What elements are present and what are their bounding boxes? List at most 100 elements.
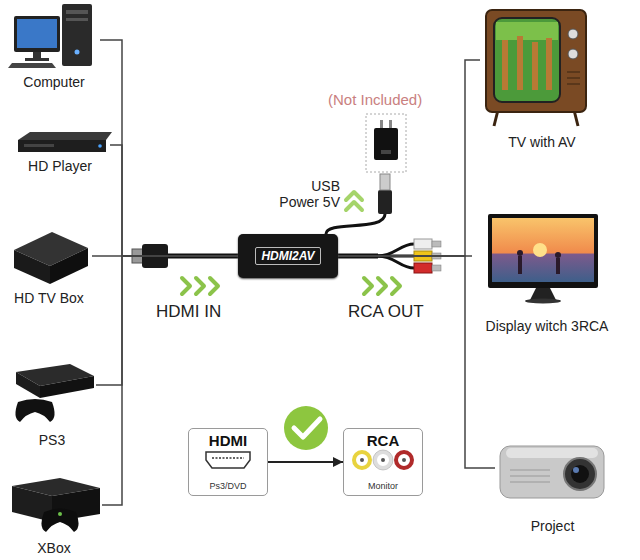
tv-icon <box>546 38 552 90</box>
usb-cable <box>326 214 385 234</box>
rca-jack-symbols <box>375 452 391 468</box>
power-adapter <box>381 150 391 154</box>
tv-icon <box>517 36 523 90</box>
hdmi-port-symbol <box>206 452 250 468</box>
format-subtitle: Ps3/DVD <box>209 481 246 492</box>
format-subtitle: Monitor <box>368 481 398 492</box>
tv-box-icon <box>14 250 50 284</box>
projector-icon <box>510 476 550 477</box>
flow-chevrons <box>346 192 362 200</box>
hdmi-port-symbol <box>206 452 250 468</box>
display-icon <box>533 243 547 257</box>
ps3-icon <box>16 372 40 398</box>
rca-jack-symbols <box>381 458 385 462</box>
ps3-icon <box>15 399 54 422</box>
device-node: HD Player <box>10 128 110 176</box>
hd-player-icon <box>18 132 112 152</box>
format-title: HDMI <box>209 432 247 449</box>
check-mark <box>294 419 320 437</box>
projector-icon <box>510 470 550 471</box>
display-icon <box>517 250 523 256</box>
tv-icon <box>568 29 578 39</box>
device-caption: TV with AV <box>508 134 575 150</box>
computer-icon <box>25 58 49 61</box>
connector-line <box>338 256 495 468</box>
computer-icon <box>62 4 92 66</box>
hd-player-icon <box>18 132 112 140</box>
format-card: RCAMonitor <box>343 428 423 496</box>
format-card: HDMI Ps3/DVD <box>188 428 268 496</box>
projector-icon <box>500 446 604 498</box>
usb-cable <box>378 190 392 214</box>
device-node: HD TV Box <box>6 228 92 308</box>
tv-icon <box>486 10 586 126</box>
xbox-icon <box>41 509 78 533</box>
rca-cables <box>432 265 441 271</box>
projector-icon <box>573 467 579 473</box>
computer-icon <box>8 63 56 68</box>
display-icon <box>556 258 560 274</box>
tv-icon <box>567 84 580 85</box>
device-caption: XBox <box>37 540 70 556</box>
tv-icon <box>567 78 580 79</box>
ps3-icon <box>15 364 94 422</box>
xbox-icon <box>58 512 62 516</box>
flow-chevrons <box>392 278 400 294</box>
rca-jack-symbols <box>373 450 393 470</box>
rca-cables <box>414 263 432 273</box>
projector-icon <box>506 448 598 458</box>
device-caption: HD TV Box <box>14 290 84 306</box>
rca-jack-symbols <box>402 458 406 462</box>
check-mark <box>284 406 328 450</box>
converter-box: HDMI2AV <box>238 234 338 278</box>
power-adapter <box>366 114 406 172</box>
flow-chevrons <box>182 278 190 294</box>
computer-icon <box>17 19 57 48</box>
rca-cables <box>414 239 432 249</box>
display-icon <box>492 218 594 282</box>
connector-line <box>102 256 238 505</box>
device-node: PS3 <box>8 360 96 450</box>
device-node: Display witch 3RCA <box>472 208 622 336</box>
display-icon <box>530 288 556 300</box>
check-mark <box>284 406 328 450</box>
projector-icon <box>571 465 589 483</box>
hd-player-icon <box>18 140 106 152</box>
rca-jack-symbols <box>354 450 412 470</box>
connector-arrow <box>268 461 343 463</box>
display-icon <box>518 256 522 274</box>
computer-icon <box>66 10 88 14</box>
rca-jack-symbols <box>360 458 364 462</box>
device-caption: PS3 <box>39 432 65 448</box>
computer-icon <box>33 52 41 58</box>
power-adapter <box>366 114 406 172</box>
computer-icon <box>75 50 80 55</box>
display-icon <box>525 299 561 304</box>
computer-icon <box>14 16 60 52</box>
device-node: Computer <box>8 4 100 92</box>
flow-chevrons <box>364 278 372 294</box>
rca-cables <box>432 241 441 247</box>
power-adapter <box>374 128 398 160</box>
hd-player-icon <box>24 144 54 147</box>
tv-icon <box>494 18 560 102</box>
rca-cables <box>378 244 414 256</box>
tv-box-icon <box>14 232 88 284</box>
device-caption: HD Player <box>28 158 92 174</box>
connector-line <box>338 60 480 256</box>
projector-icon <box>564 458 596 490</box>
flow-chevrons <box>346 202 362 210</box>
flow-chevrons <box>196 278 204 294</box>
connector-line <box>100 40 238 256</box>
tv-box-icon <box>50 248 88 284</box>
projector-icon <box>510 482 550 483</box>
display-icon <box>488 214 598 288</box>
tv-icon <box>567 72 580 73</box>
rca-jack-symbols <box>396 452 412 468</box>
converter-label: HDMI2AV <box>255 247 320 265</box>
hd-player-icon <box>98 144 102 148</box>
device-node: XBox <box>6 474 102 558</box>
